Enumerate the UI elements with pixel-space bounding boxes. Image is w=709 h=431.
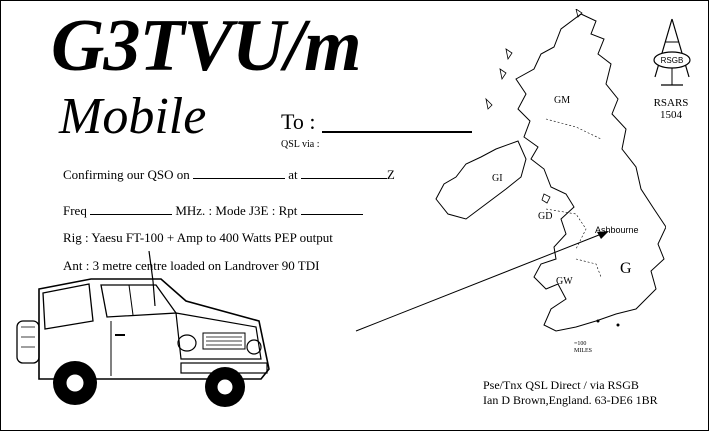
landrover-illustration bbox=[16, 251, 270, 407]
mobile-subtitle: Mobile bbox=[59, 88, 207, 145]
time-blank bbox=[300, 167, 387, 179]
label-gm: GM bbox=[554, 95, 571, 106]
label-gw: GW bbox=[556, 276, 573, 287]
label-gi: GI bbox=[492, 173, 503, 184]
date-blank bbox=[193, 167, 285, 179]
qsl-via-label: QSL via : bbox=[281, 139, 320, 150]
freq-unit-mode: MHz. : Mode J3E : Rpt bbox=[175, 203, 298, 218]
british-isles-map bbox=[435, 9, 666, 332]
label-gd: GD bbox=[538, 211, 553, 222]
operator-address: Ian D Brown,England. 63-DE6 1BR bbox=[483, 393, 658, 407]
confirm-prefix: Confirming our QSO on bbox=[63, 167, 190, 182]
rsars-text: RSARS bbox=[653, 97, 689, 109]
to-underline bbox=[322, 131, 472, 133]
to-label: To : bbox=[281, 109, 316, 134]
confirm-suffix: Z bbox=[386, 167, 395, 182]
rig-line: Rig : Yaesu FT-100 + Amp to 400 Watts PE… bbox=[63, 230, 333, 245]
map-scale: =100 MILES bbox=[574, 341, 592, 355]
ant-line: Ant : 3 metre centre loaded on Landrover… bbox=[63, 258, 320, 273]
qsl-route: Pse/Tnx QSL Direct / via RSGB bbox=[483, 378, 639, 392]
scale-top: =100 bbox=[574, 341, 587, 347]
freq-label: Freq bbox=[63, 203, 87, 218]
freq-blank bbox=[90, 203, 173, 215]
rsars-label: RSARS 1504 bbox=[651, 97, 691, 121]
scale-bottom: MILES bbox=[574, 348, 592, 354]
rpt-blank bbox=[300, 203, 363, 215]
confirm-line: Confirming our QSO on at Z bbox=[63, 167, 395, 183]
label-g: G bbox=[620, 260, 632, 277]
rsars-number: 1504 bbox=[660, 109, 682, 121]
freq-line: Freq MHz. : Mode J3E : Rpt bbox=[63, 203, 363, 219]
confirm-at: at bbox=[288, 167, 298, 182]
callsign-title: G3TVU/m bbox=[51, 5, 362, 87]
town-ashbourne: Ashbourne bbox=[595, 225, 639, 235]
rsgb-logo-text: RSGB bbox=[661, 56, 684, 65]
rsgb-logo: RSGB bbox=[653, 18, 691, 86]
